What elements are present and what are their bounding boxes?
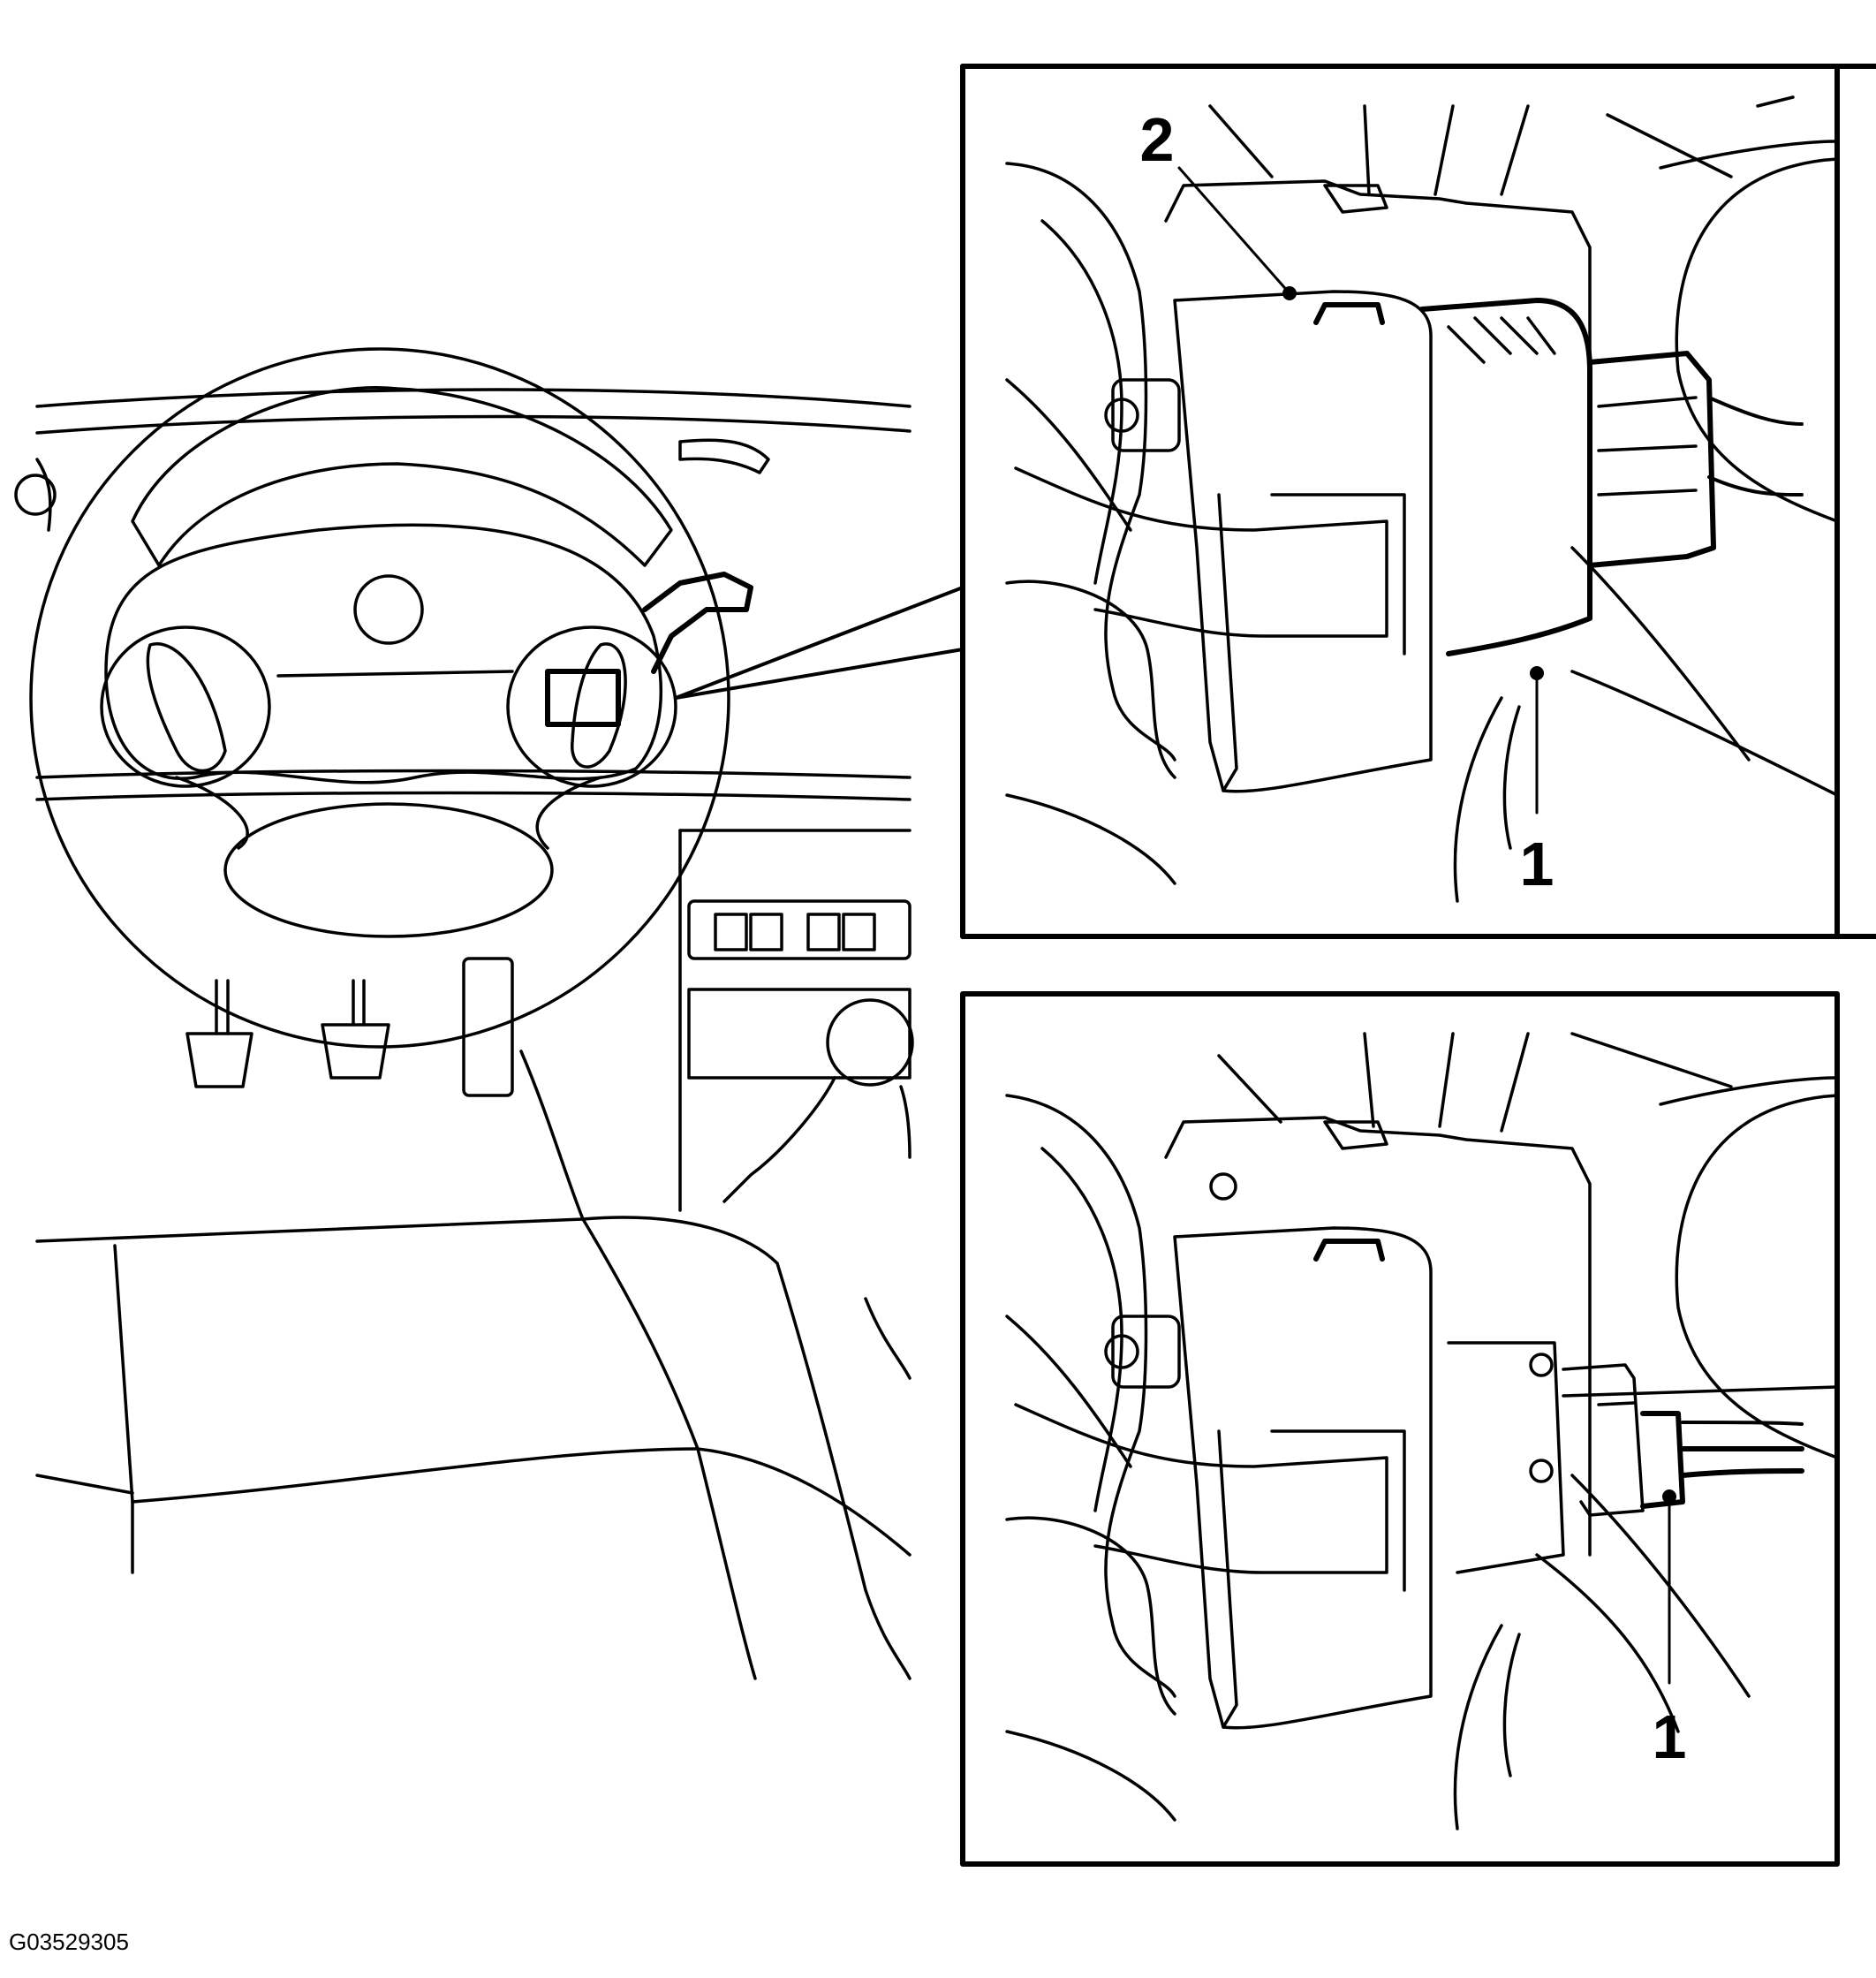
horn-emblem-icon xyxy=(353,574,424,645)
callout-1-bottom: 1 xyxy=(1653,1702,1687,1771)
detail-panel-top: 2 1 xyxy=(960,64,1876,939)
callout-2-top: 2 xyxy=(1140,105,1175,174)
pedal-icon xyxy=(185,979,390,1088)
dashboard xyxy=(14,388,912,1212)
seat-icon xyxy=(35,1216,912,1680)
connector-icon xyxy=(1313,298,1804,656)
detail-pointer xyxy=(674,586,964,700)
cabin-overview-scene xyxy=(14,347,964,1680)
callout-1-top: 1 xyxy=(1520,830,1555,898)
detail-panel-bottom: 1 xyxy=(960,991,1840,1867)
gear-shifter xyxy=(722,998,914,1203)
figure-id: G03529305 xyxy=(9,1929,129,1955)
steering-column xyxy=(462,957,585,1221)
connector-icon xyxy=(1447,1341,1804,1574)
steering-wheel-icon xyxy=(29,347,753,1049)
